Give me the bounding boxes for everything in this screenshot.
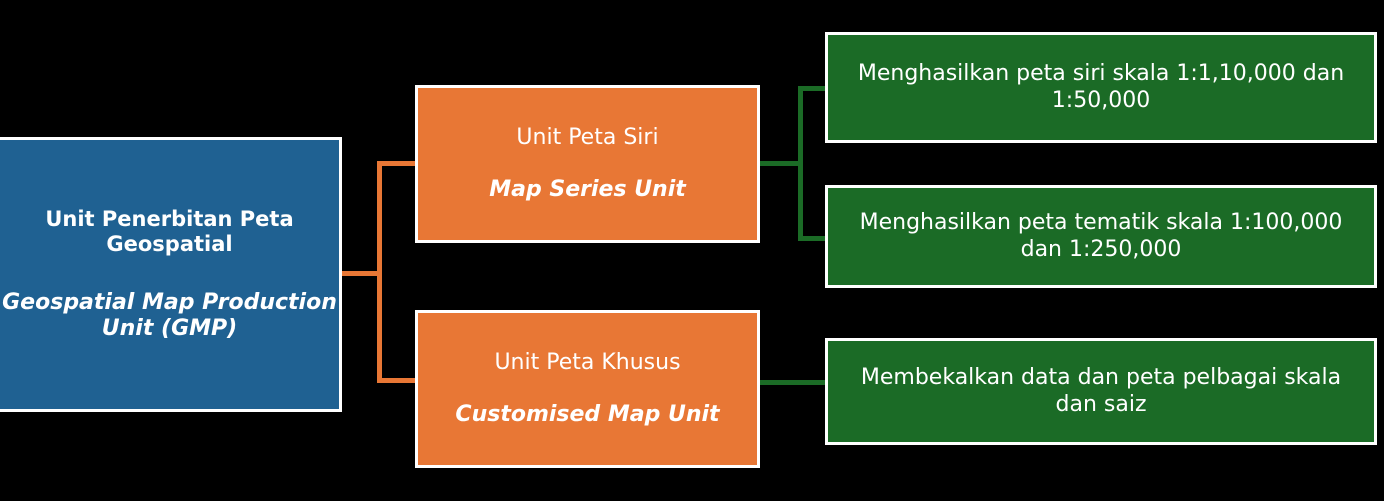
node-root-gmp[interactable]: Unit Penerbitan Peta Geospatial Geospati… bbox=[0, 137, 342, 412]
node-task-text: Membekalkan data dan peta pelbagai skala… bbox=[860, 365, 1342, 417]
connector-root-trunk bbox=[377, 161, 382, 383]
node-task-peta-siri[interactable]: Menghasilkan peta siri skala 1:1,10,000 … bbox=[825, 32, 1377, 143]
node-task-peta-tematik[interactable]: Menghasilkan peta tematik skala 1:100,00… bbox=[825, 185, 1377, 288]
connector-root-branch-bottom bbox=[377, 378, 419, 383]
node-task-text: Menghasilkan peta siri skala 1:1,10,000 … bbox=[857, 61, 1345, 113]
node-task-text: Menghasilkan peta tematik skala 1:100,00… bbox=[859, 210, 1343, 262]
node-unit-name-en: Map Series Unit bbox=[489, 177, 686, 202]
connector-unit1-stub bbox=[760, 161, 802, 166]
connector-unit2-to-task3 bbox=[760, 380, 828, 385]
node-unit-map-series[interactable]: Unit Peta Siri Map Series Unit bbox=[415, 85, 760, 243]
node-unit-name-ms: Unit Peta Khusus bbox=[494, 350, 681, 376]
node-unit-name-ms: Unit Peta Siri bbox=[516, 125, 659, 151]
node-task-data-pelbagai-skala[interactable]: Membekalkan data dan peta pelbagai skala… bbox=[825, 338, 1377, 445]
connector-unit1-branch-bottom bbox=[798, 236, 828, 241]
node-root-name-en: Geospatial Map Production Unit (GMP) bbox=[2, 290, 337, 342]
node-unit-customised-map[interactable]: Unit Peta Khusus Customised Map Unit bbox=[415, 310, 760, 468]
node-root-name-ms: Unit Penerbitan Peta Geospatial bbox=[45, 206, 294, 256]
connector-unit1-branch-top bbox=[798, 86, 828, 91]
connector-root-branch-top bbox=[377, 161, 419, 166]
connector-unit1-trunk bbox=[798, 86, 803, 241]
node-unit-name-en: Customised Map Unit bbox=[455, 402, 720, 427]
connector-root-stub bbox=[342, 271, 382, 276]
